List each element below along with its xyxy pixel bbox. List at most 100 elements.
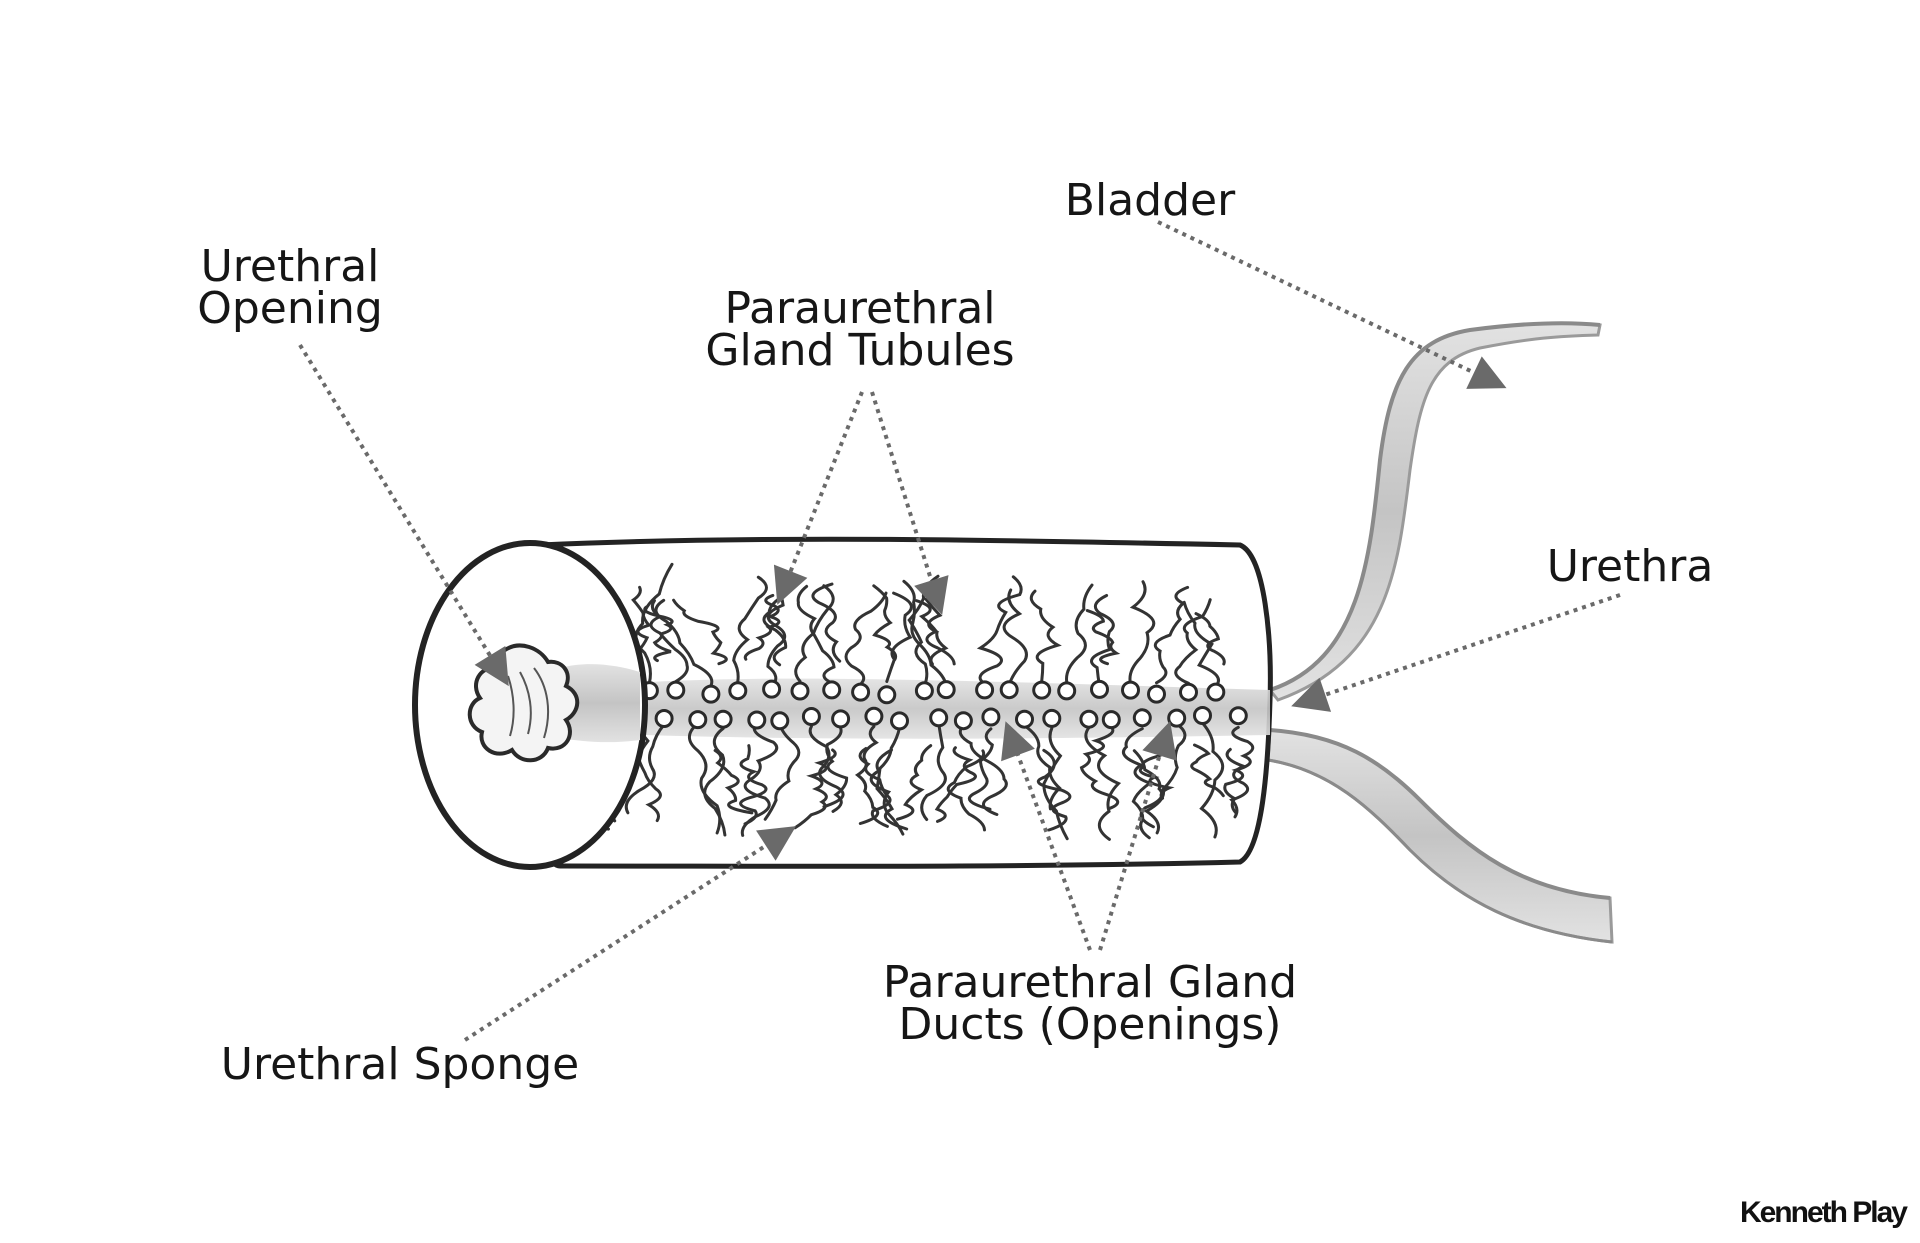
gland-tubule bbox=[946, 749, 986, 832]
gland-tubule bbox=[1042, 726, 1069, 841]
gland-tubule bbox=[1079, 725, 1120, 810]
gland-tubule bbox=[844, 591, 888, 686]
gland-tubule bbox=[920, 722, 947, 821]
label-urethra: Urethra bbox=[1520, 545, 1740, 589]
duct-opening bbox=[1179, 682, 1198, 702]
duct-opening bbox=[1101, 710, 1121, 730]
gland-tubule bbox=[1085, 609, 1121, 666]
gland-tubule bbox=[811, 582, 842, 663]
arrow-urethral-opening bbox=[298, 343, 509, 687]
label-urethral-opening-line2: Opening bbox=[197, 283, 383, 334]
gland-tubule bbox=[703, 727, 727, 837]
duct-opening bbox=[770, 711, 790, 731]
arrow-tubules-right bbox=[870, 391, 949, 615]
gland-tubule bbox=[634, 562, 674, 685]
arrow-ducts-left bbox=[1001, 721, 1092, 951]
gland-tubule bbox=[872, 584, 898, 661]
duct-opening bbox=[953, 711, 973, 731]
arrow-urethra bbox=[1291, 593, 1621, 712]
gland-tubule bbox=[763, 722, 801, 821]
gland-tubule bbox=[1143, 722, 1187, 835]
duct-opening bbox=[1079, 709, 1099, 729]
duct-opening bbox=[831, 709, 851, 729]
duct-opening bbox=[747, 710, 767, 730]
label-gland-tubules: Paraurethral Gland Tubules bbox=[680, 287, 1040, 373]
gland-tubule bbox=[1090, 594, 1115, 688]
duct-opening bbox=[914, 681, 934, 701]
gland-tubule bbox=[967, 727, 994, 811]
label-bladder: Bladder bbox=[1030, 175, 1270, 226]
label-urethral-opening: Urethral Opening bbox=[160, 245, 420, 334]
gland-tubule bbox=[629, 723, 662, 823]
duct-opening bbox=[999, 680, 1019, 700]
duct-opening bbox=[1032, 680, 1052, 700]
urethra-upper-ribbon bbox=[1267, 321, 1602, 702]
duct-opening bbox=[1193, 706, 1212, 725]
gland-tubule bbox=[885, 591, 913, 683]
duct-opening bbox=[728, 681, 748, 701]
gland-tubule bbox=[1084, 726, 1122, 841]
label-bladder-text: Bladder bbox=[1064, 175, 1236, 226]
gland-tubule bbox=[858, 747, 892, 828]
duct-opening bbox=[864, 706, 884, 726]
duct-opening bbox=[936, 680, 956, 700]
gland-tubule bbox=[672, 598, 728, 666]
gland-tubule bbox=[976, 575, 1023, 686]
arrow-tubules-left bbox=[773, 391, 864, 605]
arrow-urethral-sponge bbox=[463, 826, 797, 1042]
gland-tubule bbox=[732, 575, 768, 683]
duct-opening bbox=[851, 682, 871, 702]
gland-tubule bbox=[1194, 612, 1226, 666]
duct-opening bbox=[654, 709, 674, 728]
label-urethral-sponge-text: Urethral Sponge bbox=[220, 1039, 580, 1090]
duct-opening bbox=[877, 685, 897, 705]
duct-opening bbox=[975, 680, 995, 700]
annotation-arrows bbox=[298, 220, 1621, 1042]
gland-tubule bbox=[1199, 721, 1225, 839]
gland-tubule bbox=[1190, 743, 1225, 798]
duct-opening bbox=[1132, 708, 1152, 728]
gland-tubule bbox=[713, 749, 754, 815]
urethral-channel bbox=[560, 678, 1270, 739]
gland-tubule bbox=[793, 748, 837, 830]
duct-opening bbox=[822, 680, 842, 700]
label-gland-ducts-line1: Paraurethral Gland bbox=[882, 957, 1298, 1008]
gland-tubule bbox=[875, 726, 909, 831]
label-gland-ducts-line2: Ducts (Openings) bbox=[898, 999, 1282, 1050]
gland-tubule bbox=[1182, 600, 1220, 688]
duct-opening bbox=[1228, 706, 1248, 726]
duct-opening bbox=[1167, 708, 1187, 728]
duct-opening bbox=[688, 710, 708, 730]
gland-tubule bbox=[654, 598, 714, 688]
gland-tubule bbox=[1225, 747, 1250, 819]
duct-opening bbox=[666, 680, 686, 700]
gland-tubule bbox=[739, 744, 768, 826]
gland-tubule bbox=[1174, 598, 1212, 685]
duct-opening bbox=[981, 707, 1001, 727]
gland-tubule bbox=[896, 744, 933, 821]
gland-tubule bbox=[902, 579, 948, 688]
duct-opening bbox=[1057, 681, 1077, 701]
gland-tubule bbox=[1029, 589, 1062, 683]
duct-opening bbox=[1090, 679, 1109, 699]
gland-tubule bbox=[825, 726, 849, 813]
gland-tubule bbox=[854, 725, 880, 825]
gland-tubule bbox=[1023, 724, 1062, 811]
duct-opening bbox=[1042, 708, 1062, 728]
duct-opening bbox=[1147, 684, 1166, 704]
end-cap-channel bbox=[560, 664, 640, 743]
urethra-lower-ribbon bbox=[1266, 728, 1614, 944]
arrow-bladder bbox=[1157, 220, 1507, 389]
duct-opening bbox=[929, 708, 949, 728]
label-gland-ducts: Paraurethral Gland Ducts (Openings) bbox=[850, 957, 1330, 1050]
gland-tubule bbox=[934, 746, 977, 823]
gland-tubule bbox=[869, 748, 905, 836]
duct-opening bbox=[790, 681, 810, 701]
label-urethral-sponge: Urethral Sponge bbox=[200, 1039, 600, 1090]
duct-opening bbox=[1206, 682, 1226, 702]
gland-tubule bbox=[762, 593, 788, 667]
gland-tubule bbox=[1065, 583, 1094, 684]
brand-logo: Kenneth Play bbox=[1739, 1196, 1908, 1229]
gland-tubule bbox=[1002, 588, 1028, 687]
